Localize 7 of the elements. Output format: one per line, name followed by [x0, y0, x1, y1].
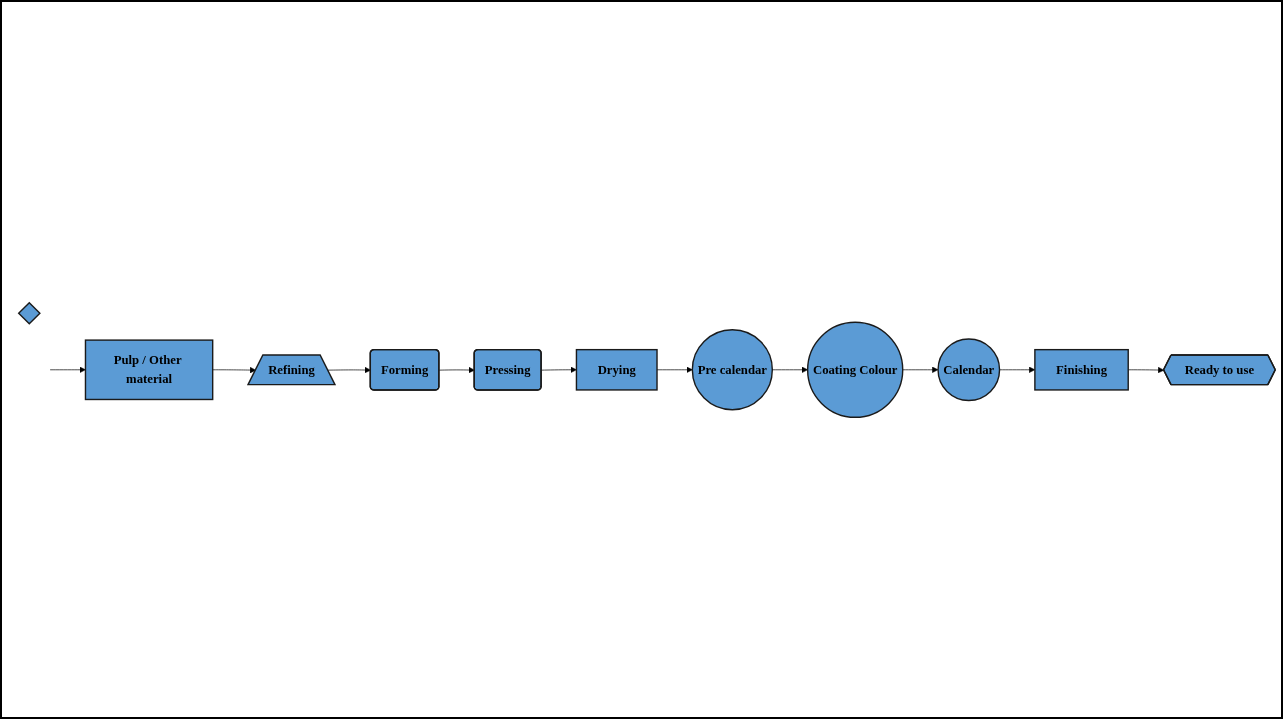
node-circle: Coating Colour [806, 321, 904, 418]
node-circle: Pre calendar [691, 328, 773, 410]
node-box: Drying [575, 348, 658, 391]
node-diamond [17, 301, 41, 325]
node-circle: Calendar [937, 337, 1001, 401]
node-box: Finishing [1034, 348, 1129, 391]
node-box: Pulp / Other material [84, 338, 214, 400]
